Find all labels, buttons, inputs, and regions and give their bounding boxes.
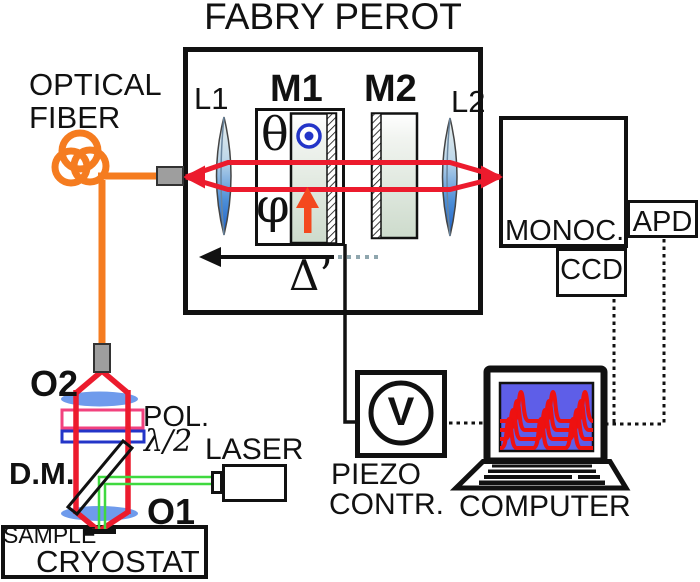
beam-arrow-right xyxy=(481,165,503,189)
page-title: FABRY PEROT xyxy=(204,0,462,37)
apd-box xyxy=(627,200,698,238)
phi-angle-label: φ xyxy=(256,178,290,234)
laptop-keyboard-lines xyxy=(479,464,605,485)
piezo-drive-wire xyxy=(343,244,355,424)
sample-bar xyxy=(85,529,116,534)
laser-beam xyxy=(97,475,211,530)
laser-aperture xyxy=(211,471,223,494)
mirror-m2-label: M2 xyxy=(364,68,417,110)
delta-prime-label: Δ’ xyxy=(289,251,333,300)
monochromator-label: MONOC. xyxy=(505,215,625,247)
cryostat-label: CRYOSTAT xyxy=(36,544,200,579)
half-wave-plate-label: λ/2 xyxy=(144,424,193,459)
fiber-connectors xyxy=(93,166,184,373)
beam-arrow-left xyxy=(183,165,205,189)
apd-label: APD xyxy=(632,206,693,238)
lens-l2-label: L2 xyxy=(451,84,486,119)
fiber-connector-bottom xyxy=(93,343,111,373)
laser-label: LASER xyxy=(205,433,304,466)
lens-l1 xyxy=(215,116,232,236)
mirror-m2 xyxy=(370,112,419,240)
objective2-lens xyxy=(61,391,138,407)
sample-label: SAMPLE xyxy=(3,522,97,548)
voltmeter-icon xyxy=(368,380,434,446)
fiber-connector-top xyxy=(156,166,184,186)
beam-arrowheads xyxy=(183,165,503,189)
fiber-coil-icon xyxy=(51,129,158,345)
laptop-icon xyxy=(449,365,631,491)
objective2-label: O2 xyxy=(30,363,79,404)
ccd-label: CCD xyxy=(560,254,623,286)
piezo-label-line1: PIEZO xyxy=(331,458,422,491)
spin-in-plane-arrow-icon xyxy=(296,187,319,233)
scan-arrow xyxy=(199,247,378,267)
mirror-m1-label: M1 xyxy=(270,68,323,110)
monochromator-box xyxy=(499,116,628,248)
spectrum-traces xyxy=(500,390,593,450)
polarizer-label: POL. xyxy=(143,401,210,433)
ccd-box xyxy=(556,248,627,297)
lens-l1-label: L1 xyxy=(194,81,229,116)
piezo-label-line2: CONTR. xyxy=(329,488,444,521)
voltmeter-label: V xyxy=(387,390,415,434)
half-wave-plate xyxy=(60,429,146,444)
optical-fiber-label-line1: OPTICAL xyxy=(29,67,162,102)
polarizer-plate xyxy=(60,408,145,430)
signal-dotted-wires xyxy=(449,239,666,426)
lens-l2 xyxy=(441,117,458,237)
spin-out-of-plane-icon xyxy=(296,123,322,149)
dichroic-mirror-label: D.M. xyxy=(9,456,75,491)
dichroic-mirror xyxy=(65,438,135,517)
theta-angle-label: θ xyxy=(261,107,289,161)
probe-beam-cavity xyxy=(185,160,501,192)
computer-label: COMPUTER xyxy=(459,490,631,523)
optical-fiber-label-line2: FIBER xyxy=(29,100,121,135)
laser-box xyxy=(222,464,287,502)
objective1-label: O1 xyxy=(147,491,196,532)
